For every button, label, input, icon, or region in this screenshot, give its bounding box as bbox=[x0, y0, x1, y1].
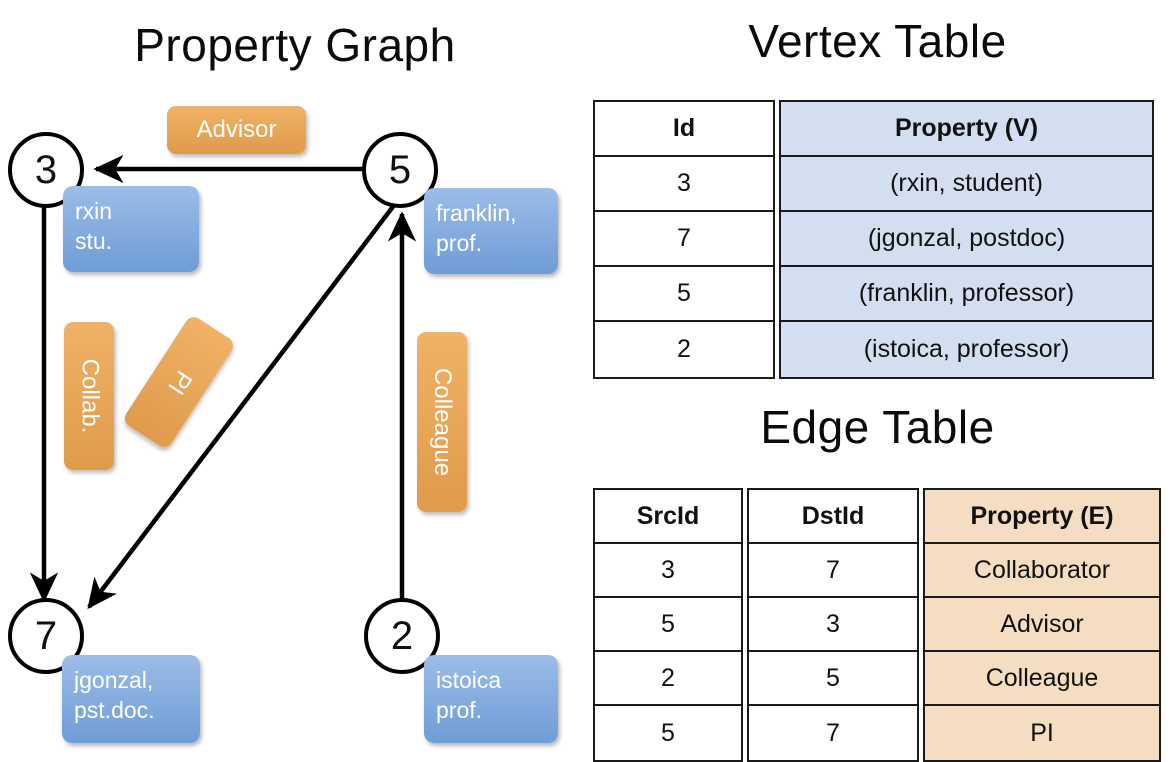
node-3-property-line1: rxin bbox=[75, 198, 113, 224]
node-5-property-box: franklin, prof. bbox=[424, 188, 558, 274]
graph-node-7-label: 7 bbox=[34, 613, 58, 658]
graph-node-3-label: 3 bbox=[34, 147, 58, 192]
edge-label-colleague: Colleague bbox=[417, 332, 467, 512]
table-row: 5 bbox=[595, 267, 773, 322]
edge-label-collab: Collab. bbox=[64, 322, 114, 470]
vertex-table-header-property: Property (V) bbox=[781, 102, 1152, 157]
table-row: 2 bbox=[595, 322, 773, 377]
edge-table: SrcId 3 5 2 5 DstId 7 3 5 7 Property (E)… bbox=[593, 488, 1161, 762]
page-title-property-graph: Property Graph bbox=[134, 19, 456, 71]
table-row: 5 bbox=[595, 706, 741, 760]
table-row: 3 bbox=[749, 598, 917, 652]
vertex-table-header-id: Id bbox=[595, 102, 773, 157]
edge-label-advisor: Advisor bbox=[167, 106, 306, 154]
node-7-property-line1: jgonzal, bbox=[74, 667, 154, 693]
table-row: 5 bbox=[749, 652, 917, 706]
graph-node-2-label: 2 bbox=[390, 613, 414, 658]
table-row: (franklin, professor) bbox=[781, 267, 1152, 322]
node-3-property-box: rxin stu. bbox=[63, 186, 199, 272]
edge-label-colleague-text: Colleague bbox=[429, 367, 456, 477]
table-row: Colleague bbox=[925, 652, 1159, 706]
node-5-property-line1: franklin, bbox=[436, 200, 517, 226]
edge-label-pi-text: PI bbox=[161, 365, 197, 400]
table-row: 5 bbox=[595, 598, 741, 652]
edge-table-column-dstid: DstId 7 3 5 7 bbox=[747, 488, 919, 762]
table-row: (jgonzal, postdoc) bbox=[781, 212, 1152, 267]
graph-node-2[interactable]: 2 bbox=[364, 598, 440, 674]
table-row: PI bbox=[925, 706, 1159, 760]
edge-table-column-property: Property (E) Collaborator Advisor Collea… bbox=[923, 488, 1161, 762]
table-row: 2 bbox=[595, 652, 741, 706]
edge-5-to-7-pi bbox=[87, 198, 400, 610]
table-row: Collaborator bbox=[925, 544, 1159, 598]
table-row: (istoica, professor) bbox=[781, 322, 1152, 377]
table-row: 7 bbox=[749, 544, 917, 598]
vertex-table-column-id: Id 3 7 5 2 bbox=[593, 100, 775, 379]
table-row: 3 bbox=[595, 544, 741, 598]
node-3-property-line2: stu. bbox=[75, 228, 113, 254]
node-5-property-line2: prof. bbox=[436, 230, 483, 256]
edge-table-header-property: Property (E) bbox=[925, 490, 1159, 544]
edge-table-header-srcid: SrcId bbox=[595, 490, 741, 544]
edge-table-column-srcid: SrcId 3 5 2 5 bbox=[593, 488, 743, 762]
edge-label-collab-text: Collab. bbox=[76, 358, 103, 434]
node-7-property-box: jgonzal, pst.doc. bbox=[62, 655, 200, 743]
vertex-table: Id 3 7 5 2 Property (V) (rxin, student) … bbox=[593, 100, 1154, 379]
graph-edges-svg bbox=[29, 154, 417, 610]
page-title-vertex-table: Vertex Table bbox=[748, 15, 1007, 67]
edge-table-header-dstid: DstId bbox=[749, 490, 917, 544]
graph-node-5-label: 5 bbox=[388, 147, 412, 192]
page-title-edge-table: Edge Table bbox=[760, 401, 995, 453]
table-row: 3 bbox=[595, 157, 773, 212]
node-2-property-line1: istoica bbox=[436, 667, 502, 693]
graph-node-5[interactable]: 5 bbox=[362, 132, 438, 208]
vertex-table-column-property: Property (V) (rxin, student) (jgonzal, p… bbox=[779, 100, 1154, 379]
table-row: 7 bbox=[595, 212, 773, 267]
node-2-property-line2: prof. bbox=[436, 697, 483, 723]
edge-label-advisor-text: Advisor bbox=[196, 116, 277, 143]
table-row: 7 bbox=[749, 706, 917, 760]
table-row: (rxin, student) bbox=[781, 157, 1152, 212]
node-7-property-line2: pst.doc. bbox=[74, 697, 155, 723]
property-graph-diagram: 3 5 7 2 rxin stu. franklin, prof. jgonza… bbox=[8, 106, 558, 743]
table-row: Advisor bbox=[925, 598, 1159, 652]
node-2-property-box: istoica prof. bbox=[424, 655, 558, 743]
